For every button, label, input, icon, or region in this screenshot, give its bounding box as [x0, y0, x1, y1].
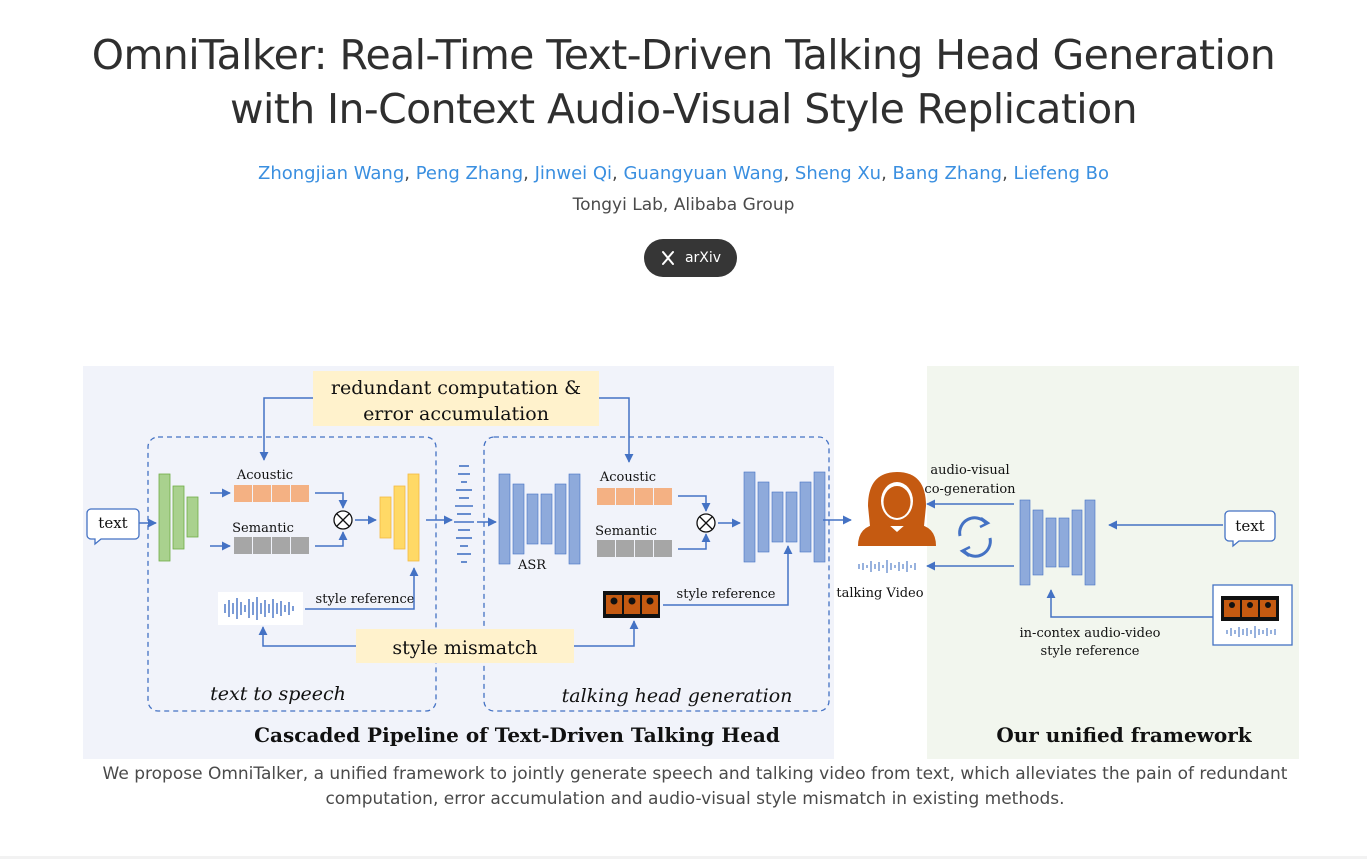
yellow-block [393, 485, 406, 550]
cascaded-title: Cascaded Pipeline of Text-Driven Talking… [254, 723, 780, 747]
incontext-line-1: in-contex audio-video [1020, 626, 1161, 641]
author-link[interactable]: Jinwei Qi [534, 163, 613, 184]
text-input-left: text [98, 514, 127, 532]
semantic-token [291, 537, 309, 554]
incontext-line-2: style reference [1041, 644, 1140, 659]
style-reference-right: style reference [677, 587, 776, 602]
unified-block [1019, 499, 1031, 586]
unified-title: Our unified framework [996, 723, 1252, 747]
redundant-line-1: redundant computation & [331, 377, 581, 399]
style-reference-left: style reference [316, 592, 415, 607]
arrow [599, 397, 634, 463]
acoustic-token [253, 485, 271, 502]
waveform-icon [224, 597, 294, 620]
talking-avatar-icon [858, 472, 936, 546]
acoustic-label-right: Acoustic [599, 470, 656, 485]
arxiv-button[interactable]: arXiv [644, 239, 737, 277]
text-input-right: text [1235, 517, 1264, 535]
cascaded-panel [83, 366, 834, 759]
generator-block [785, 491, 798, 543]
unified-block [1058, 517, 1070, 568]
thg-label: talking head generation [562, 685, 793, 707]
page-title: OmniTalker: Real-Time Text-Driven Talkin… [0, 28, 1367, 136]
semantic-token [616, 540, 634, 557]
semantic-token [597, 540, 615, 557]
waveform-icon [1226, 626, 1276, 638]
acoustic-token [234, 485, 252, 502]
acoustic-token [635, 488, 653, 505]
acoustic-token [291, 485, 309, 502]
asr-block [554, 483, 567, 555]
semantic-label-right: Semantic [595, 524, 657, 539]
asr-label: ASR [517, 558, 547, 573]
title-line-2: with In-Context Audio-Visual Style Repli… [230, 85, 1138, 133]
semantic-token [234, 537, 252, 554]
author-link[interactable]: Guangyuan Wang [623, 163, 784, 184]
unified-block [1045, 517, 1057, 568]
waveform-icon [454, 465, 474, 563]
author-link[interactable]: Zhongjian Wang [258, 163, 405, 184]
author-link[interactable]: Peng Zhang [415, 163, 524, 184]
video-style-ref [603, 591, 660, 618]
text-bubble-left [86, 508, 140, 546]
acoustic-label-left: Acoustic [236, 468, 293, 483]
generator-block [743, 471, 756, 563]
redundant-highlight [313, 371, 599, 426]
semantic-token [253, 537, 271, 554]
unified-block [1084, 499, 1096, 586]
caption-line-1: We propose OmniTalker, a unified framewo… [102, 764, 1288, 784]
generator-block [799, 481, 812, 553]
generator-block [771, 491, 784, 543]
green-block [158, 473, 171, 562]
caption-line-2: computation, error accumulation and audi… [325, 789, 1065, 809]
author-link[interactable]: Liefeng Bo [1013, 163, 1109, 184]
semantic-token [654, 540, 672, 557]
av-cogen-line-2: co-generation [924, 482, 1016, 497]
acoustic-token [272, 485, 290, 502]
refresh-cycle-icon [958, 516, 992, 558]
author-list: Zhongjian Wang, Peng Zhang, Jinwei Qi, G… [258, 163, 1109, 184]
acoustic-token [597, 488, 615, 505]
asr-block [512, 483, 525, 555]
author-link[interactable]: Bang Zhang [892, 163, 1003, 184]
semantic-token [272, 537, 290, 554]
section-divider [0, 856, 1367, 859]
semantic-token [635, 540, 653, 557]
talking-video-label: talking Video [836, 586, 923, 601]
thg-box [483, 436, 830, 712]
unified-block [1032, 509, 1044, 576]
title-line-1: OmniTalker: Real-Time Text-Driven Talkin… [91, 31, 1276, 79]
affiliation: Tongyi Lab, Alibaba Group [572, 195, 795, 215]
green-block [172, 485, 185, 550]
text-bubble-right [1224, 510, 1276, 548]
tts-label: text to speech [210, 683, 346, 705]
yellow-block [407, 473, 420, 562]
style-mismatch-label: style mismatch [392, 637, 537, 659]
asr-block [526, 493, 539, 545]
generator-block [757, 481, 770, 553]
unified-block [1071, 509, 1083, 576]
style-mismatch-highlight [356, 629, 574, 663]
unified-panel [927, 366, 1299, 759]
yellow-block [379, 496, 392, 539]
acoustic-token [654, 488, 672, 505]
arxiv-x-icon [661, 251, 674, 265]
figure-caption: We propose OmniTalker, a unified framewo… [100, 762, 1290, 812]
method-figure: redundant computation & error accumulati… [83, 366, 1299, 759]
generator-block [813, 471, 826, 563]
green-block [186, 496, 199, 538]
acoustic-token [616, 488, 634, 505]
tts-box [147, 436, 437, 712]
asr-block [498, 473, 511, 565]
asr-block [540, 493, 553, 545]
arrow [259, 397, 313, 461]
arxiv-label: arXiv [684, 250, 722, 266]
waveform-icon [858, 560, 916, 573]
av-cogen-line-1: audio-visual [930, 463, 1009, 478]
redundant-line-2: error accumulation [363, 403, 549, 425]
author-link[interactable]: Sheng Xu [794, 163, 882, 184]
asr-block [568, 473, 581, 565]
video-style-ref [1221, 596, 1279, 621]
semantic-label-left: Semantic [232, 521, 294, 536]
